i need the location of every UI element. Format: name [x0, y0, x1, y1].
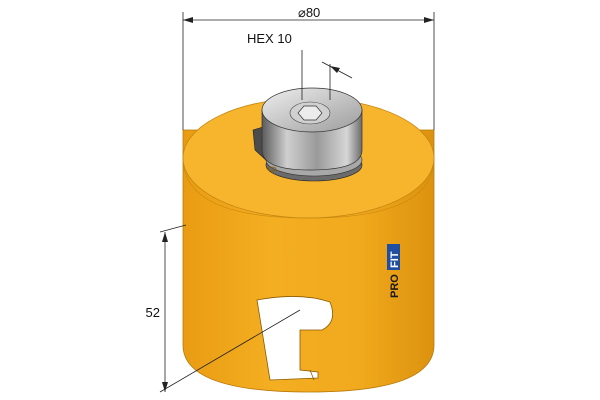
pilot-pin-hole	[267, 166, 277, 172]
dimension-hex: HEX 10	[247, 31, 353, 100]
dimension-diameter: ⌀80	[182, 5, 435, 130]
brand-logo-mark	[387, 244, 400, 270]
svg-text:FIT: FIT	[389, 251, 401, 268]
arbor-nut	[252, 87, 363, 182]
height-label: 52	[146, 305, 160, 320]
cylinder-body	[182, 97, 435, 393]
slot-cutout	[256, 296, 334, 381]
diameter-label: ⌀80	[298, 5, 320, 20]
brand-logo-text: PRO	[389, 274, 401, 298]
dimension-height: 52	[146, 224, 301, 393]
hexagon-socket-icon	[289, 101, 331, 125]
brand-logo: PRO FIT	[387, 244, 401, 298]
hex-label: HEX 10	[247, 31, 292, 46]
